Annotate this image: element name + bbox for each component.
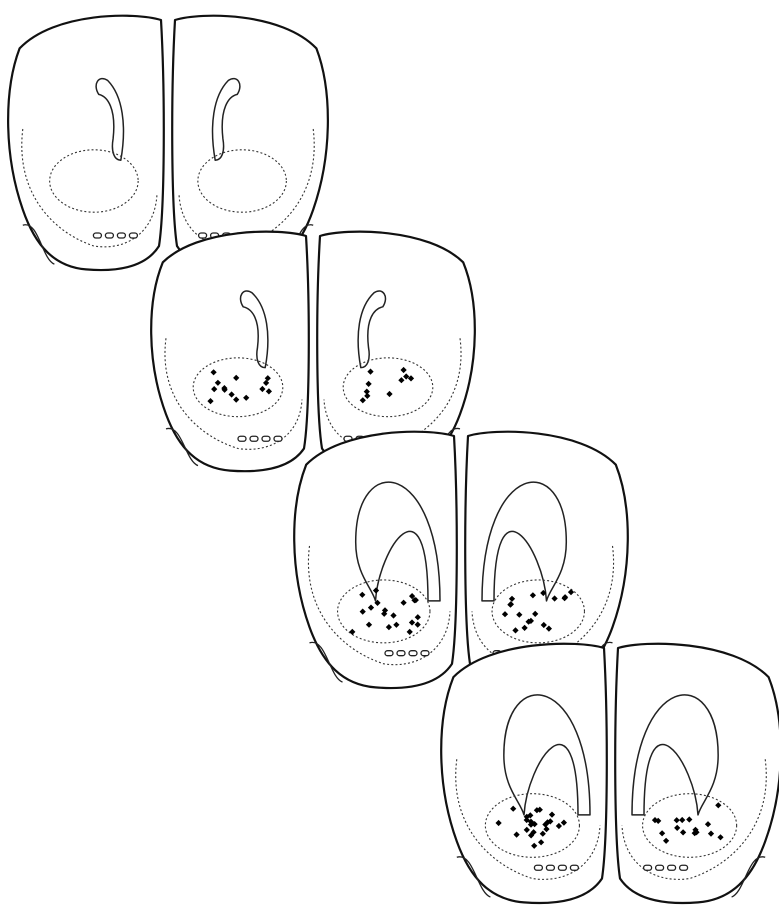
island-structure [93, 233, 101, 238]
island-structure [570, 865, 578, 870]
island-structure [409, 651, 417, 656]
island-structure [105, 233, 113, 238]
section-4 [441, 644, 779, 903]
island-structure [199, 233, 207, 238]
section-2-left-hemisphere [151, 232, 309, 472]
island-structure [644, 865, 652, 870]
island-structure [274, 436, 282, 441]
island-structure [534, 865, 542, 870]
island-structure [546, 865, 554, 870]
island-structure [668, 865, 676, 870]
island-structure [262, 436, 270, 441]
hemisphere-outline [8, 16, 164, 270]
island-structure [680, 865, 688, 870]
section-3-left-hemisphere [294, 432, 457, 688]
hemisphere-outline [151, 232, 309, 472]
island-structure [656, 865, 664, 870]
section-4-left-hemisphere [441, 644, 607, 903]
island-structure [421, 651, 429, 656]
section-4-right-hemisphere [615, 644, 779, 903]
island-structure [250, 436, 258, 441]
island-structure [117, 233, 125, 238]
island-structure [397, 651, 405, 656]
section-1-left-hemisphere [8, 16, 164, 270]
island-structure [558, 865, 566, 870]
island-structure [129, 233, 137, 238]
island-structure [385, 651, 393, 656]
island-structure [238, 436, 246, 441]
